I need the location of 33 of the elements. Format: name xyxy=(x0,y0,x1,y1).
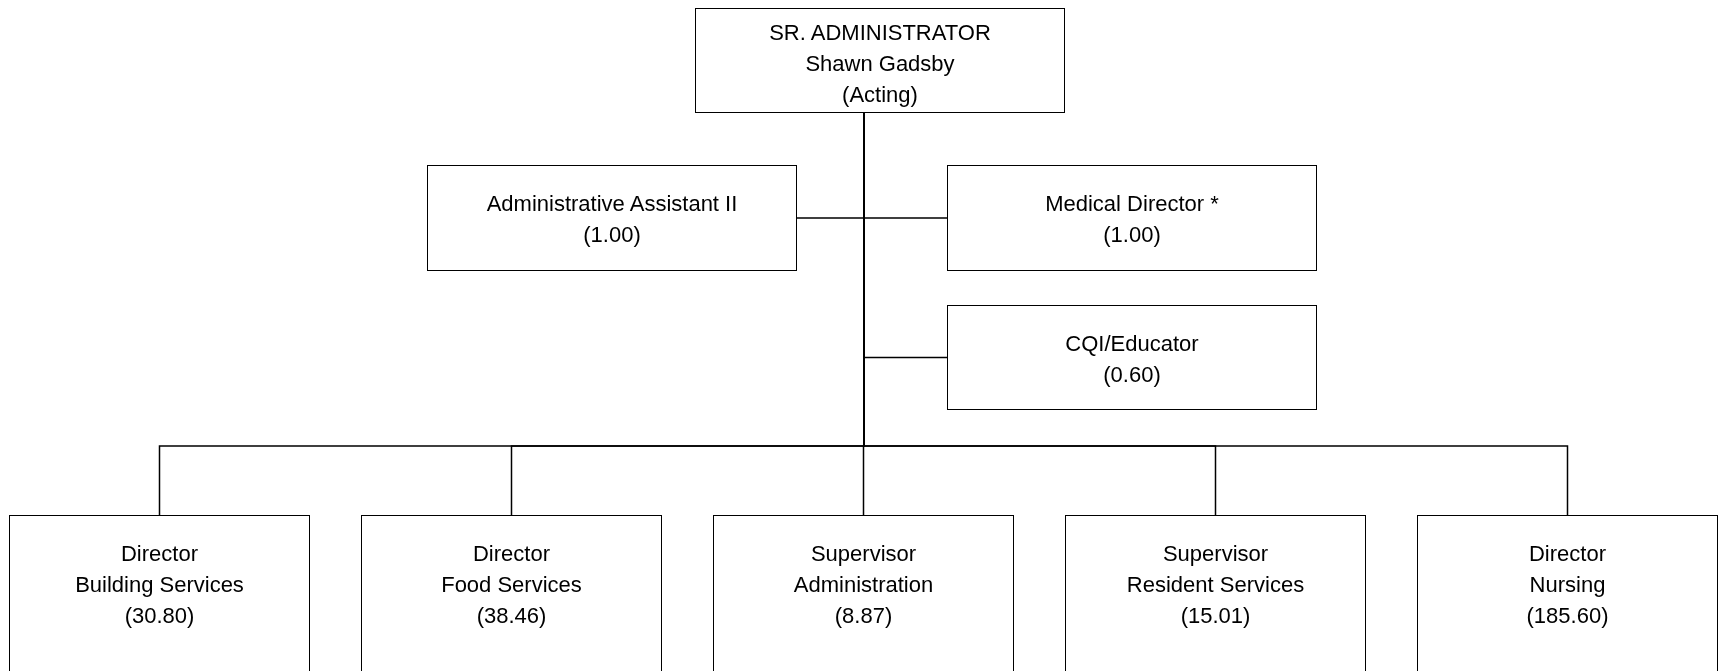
position-text: Director xyxy=(1529,540,1606,568)
position-box xyxy=(947,305,1317,410)
position-box xyxy=(1417,515,1718,671)
position-box xyxy=(361,515,662,671)
position-box xyxy=(427,165,797,271)
position-text: SR. ADMINISTRATOR xyxy=(769,19,991,47)
position-text: Supervisor xyxy=(1162,540,1269,568)
position-text: (15.01) xyxy=(1180,602,1251,630)
position-box xyxy=(9,515,310,671)
position-text: Administrative Assistant II xyxy=(486,190,738,218)
position-text: (30.80) xyxy=(124,602,195,630)
position-text: Director xyxy=(121,540,198,568)
position-text: CQI/Educator xyxy=(1065,330,1199,358)
position-text: (185.60) xyxy=(1526,602,1609,630)
position-text: Administration xyxy=(793,571,934,599)
position-text: Food Services xyxy=(441,571,582,599)
position-text: Supervisor xyxy=(810,540,917,568)
position-text: Nursing xyxy=(1529,571,1606,599)
position-text: Resident Services xyxy=(1126,571,1305,599)
position-box xyxy=(695,8,1065,113)
position-text: Director xyxy=(473,540,550,568)
position-text: (0.60) xyxy=(1103,361,1161,389)
position-text: Shawn Gadsby xyxy=(805,50,955,78)
position-text: Medical Director * xyxy=(1045,190,1219,218)
position-text: (8.87) xyxy=(834,602,893,630)
position-text: Building Services xyxy=(75,571,244,599)
position-box xyxy=(1065,515,1366,671)
position-box xyxy=(947,165,1317,271)
position-text: (Acting) xyxy=(842,81,918,109)
position-text: (38.46) xyxy=(476,602,547,630)
position-box xyxy=(713,515,1014,671)
position-text: (1.00) xyxy=(583,221,641,249)
position-text: (1.00) xyxy=(1103,221,1161,249)
